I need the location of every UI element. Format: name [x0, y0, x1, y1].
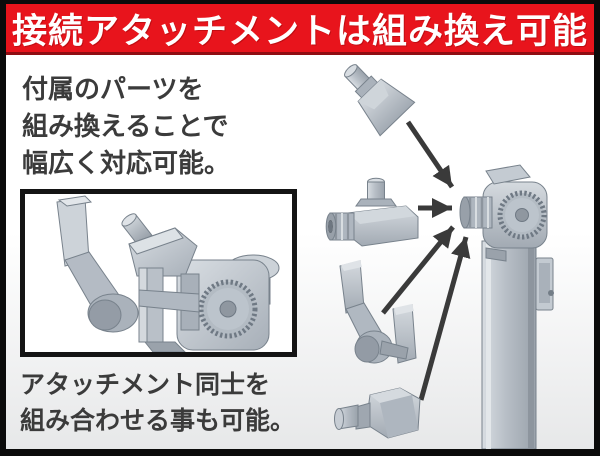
closeup-hook-arm: [56, 195, 139, 333]
arrow-bottom: [418, 236, 471, 401]
parts-diagram-image: [325, 64, 554, 449]
intro-line-3: 幅広く対応可能。: [22, 148, 231, 178]
u-fork-part: [339, 260, 417, 364]
content-area: 付属のパーツを 組み換えることで 幅広く対応可能。: [6, 55, 594, 449]
closeup-image-frame: [20, 189, 297, 357]
hex-connector-part: [334, 387, 421, 439]
note-line-2: 組み合わせる事も可能。: [20, 407, 296, 435]
arrow-top: [405, 120, 455, 189]
l-connector-part: [325, 177, 419, 247]
attachment-closeup-image: [56, 195, 280, 352]
note-line-1: アタッチメント同士を: [20, 371, 271, 399]
header-banner: 接続アタッチメントは組み換え可能: [6, 4, 594, 55]
spline-connector-stub: [459, 196, 493, 229]
intro-line-1: 付属のパーツを: [22, 74, 204, 104]
l-connector-spline: [325, 212, 355, 241]
angled-adapter-part: [344, 64, 416, 137]
closeup-gear-drum: [176, 259, 270, 351]
intro-text: 付属のパーツを 組み換えることで 幅広く対応可能。: [22, 71, 230, 182]
note-text: アタッチメント同士を 組み合わせる事も可能。: [20, 367, 295, 439]
stand-pole: [459, 164, 554, 449]
assembly-arrows: [381, 120, 471, 401]
intro-line-2: 組み換えることで: [22, 111, 229, 141]
arrow-lower: [381, 225, 455, 315]
header-title: 接続アタッチメントは組み換え可能: [11, 11, 588, 51]
pole-side-clip: [535, 257, 554, 311]
closeup-clevis: [121, 213, 200, 352]
